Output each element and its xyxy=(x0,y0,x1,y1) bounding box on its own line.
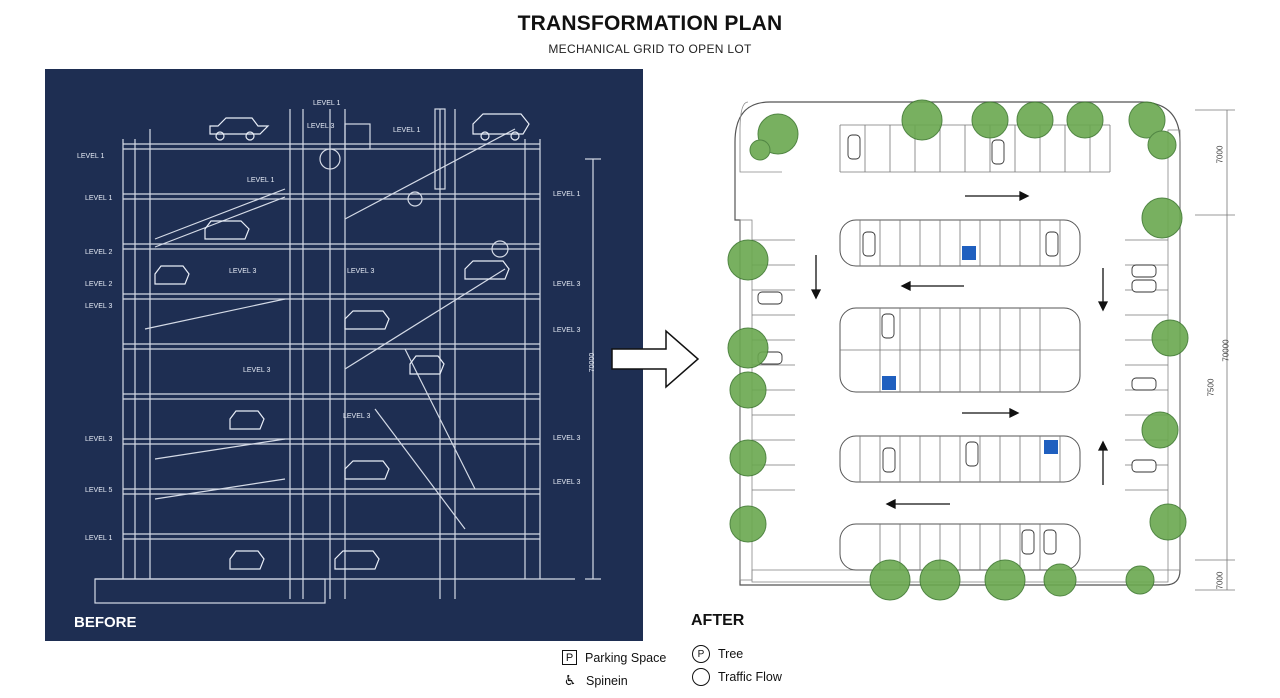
level-label: LEVEL 1 xyxy=(247,177,275,184)
level-label: LEVEL 3 xyxy=(553,281,581,288)
before-label: BEFORE xyxy=(74,614,137,631)
legend-label: Parking Space xyxy=(585,650,667,665)
legend-label: Spinein xyxy=(586,673,628,688)
legend-label: Traffic Flow xyxy=(718,670,782,684)
level-label: LEVEL 1 xyxy=(393,127,421,134)
level-label: LEVEL 2 xyxy=(85,281,113,288)
legend-label: Tree xyxy=(718,647,744,661)
level-label: LEVEL 3 xyxy=(85,436,113,443)
page-subtitle: MECHANICAL GRID TO OPEN LOT xyxy=(548,42,752,56)
level-label: LEVEL 1 xyxy=(77,153,105,160)
dimension-label: 7000 xyxy=(1215,145,1225,164)
accessible-stall-icon xyxy=(882,376,896,390)
level-label: LEVEL 1 xyxy=(553,191,581,198)
parking-icon: P xyxy=(562,650,577,665)
traffic-flow-icon xyxy=(692,668,710,686)
level-label: LEVEL 1 xyxy=(313,100,341,107)
tree-canopies xyxy=(727,99,1189,601)
accessible-stall-icon xyxy=(1044,440,1058,454)
legend-accessible: ♿ Spinein xyxy=(562,672,628,689)
before-blueprint-panel: LEVEL 1 LEVEL 1 LEVEL 2 LEVEL 2 LEVEL 3 … xyxy=(45,69,643,641)
legend-tree: P Tree xyxy=(692,645,743,663)
after-site-plan xyxy=(727,99,1235,601)
level-label: LEVEL 3 xyxy=(229,268,257,275)
level-label: LEVEL 1 xyxy=(85,535,113,542)
level-label: LEVEL 3 xyxy=(347,268,375,275)
page-title: TRANSFORMATION PLAN xyxy=(517,12,783,35)
accessible-stall-icon xyxy=(962,246,976,260)
blueprint-drawing xyxy=(94,108,601,604)
after-label: AFTER xyxy=(691,612,745,629)
level-label: LEVEL 3 xyxy=(343,413,371,420)
dimension-label: 70000 xyxy=(1221,339,1231,362)
legend-parking: P Parking Space xyxy=(562,650,666,665)
level-label: LEVEL 3 xyxy=(553,479,581,486)
dimension-label: 7000 xyxy=(1215,571,1225,590)
level-label: LEVEL 1 xyxy=(85,195,113,202)
transition-arrow-icon xyxy=(611,329,700,389)
level-label: LEVEL 3 xyxy=(307,123,335,130)
dimension-label: 7500 xyxy=(1206,378,1216,397)
level-label: LEVEL 5 xyxy=(85,487,113,494)
accessible-icon: ♿ xyxy=(563,672,577,688)
level-label: LEVEL 3 xyxy=(553,435,581,442)
legend-traffic: Traffic Flow xyxy=(692,668,782,686)
level-label: LEVEL 3 xyxy=(553,327,581,334)
level-label: LEVEL 2 xyxy=(85,249,113,256)
level-label: LEVEL 3 xyxy=(85,303,113,310)
tree-icon: P xyxy=(692,645,710,663)
dimension-label: 70000 xyxy=(589,352,597,373)
level-label: LEVEL 3 xyxy=(243,367,271,374)
